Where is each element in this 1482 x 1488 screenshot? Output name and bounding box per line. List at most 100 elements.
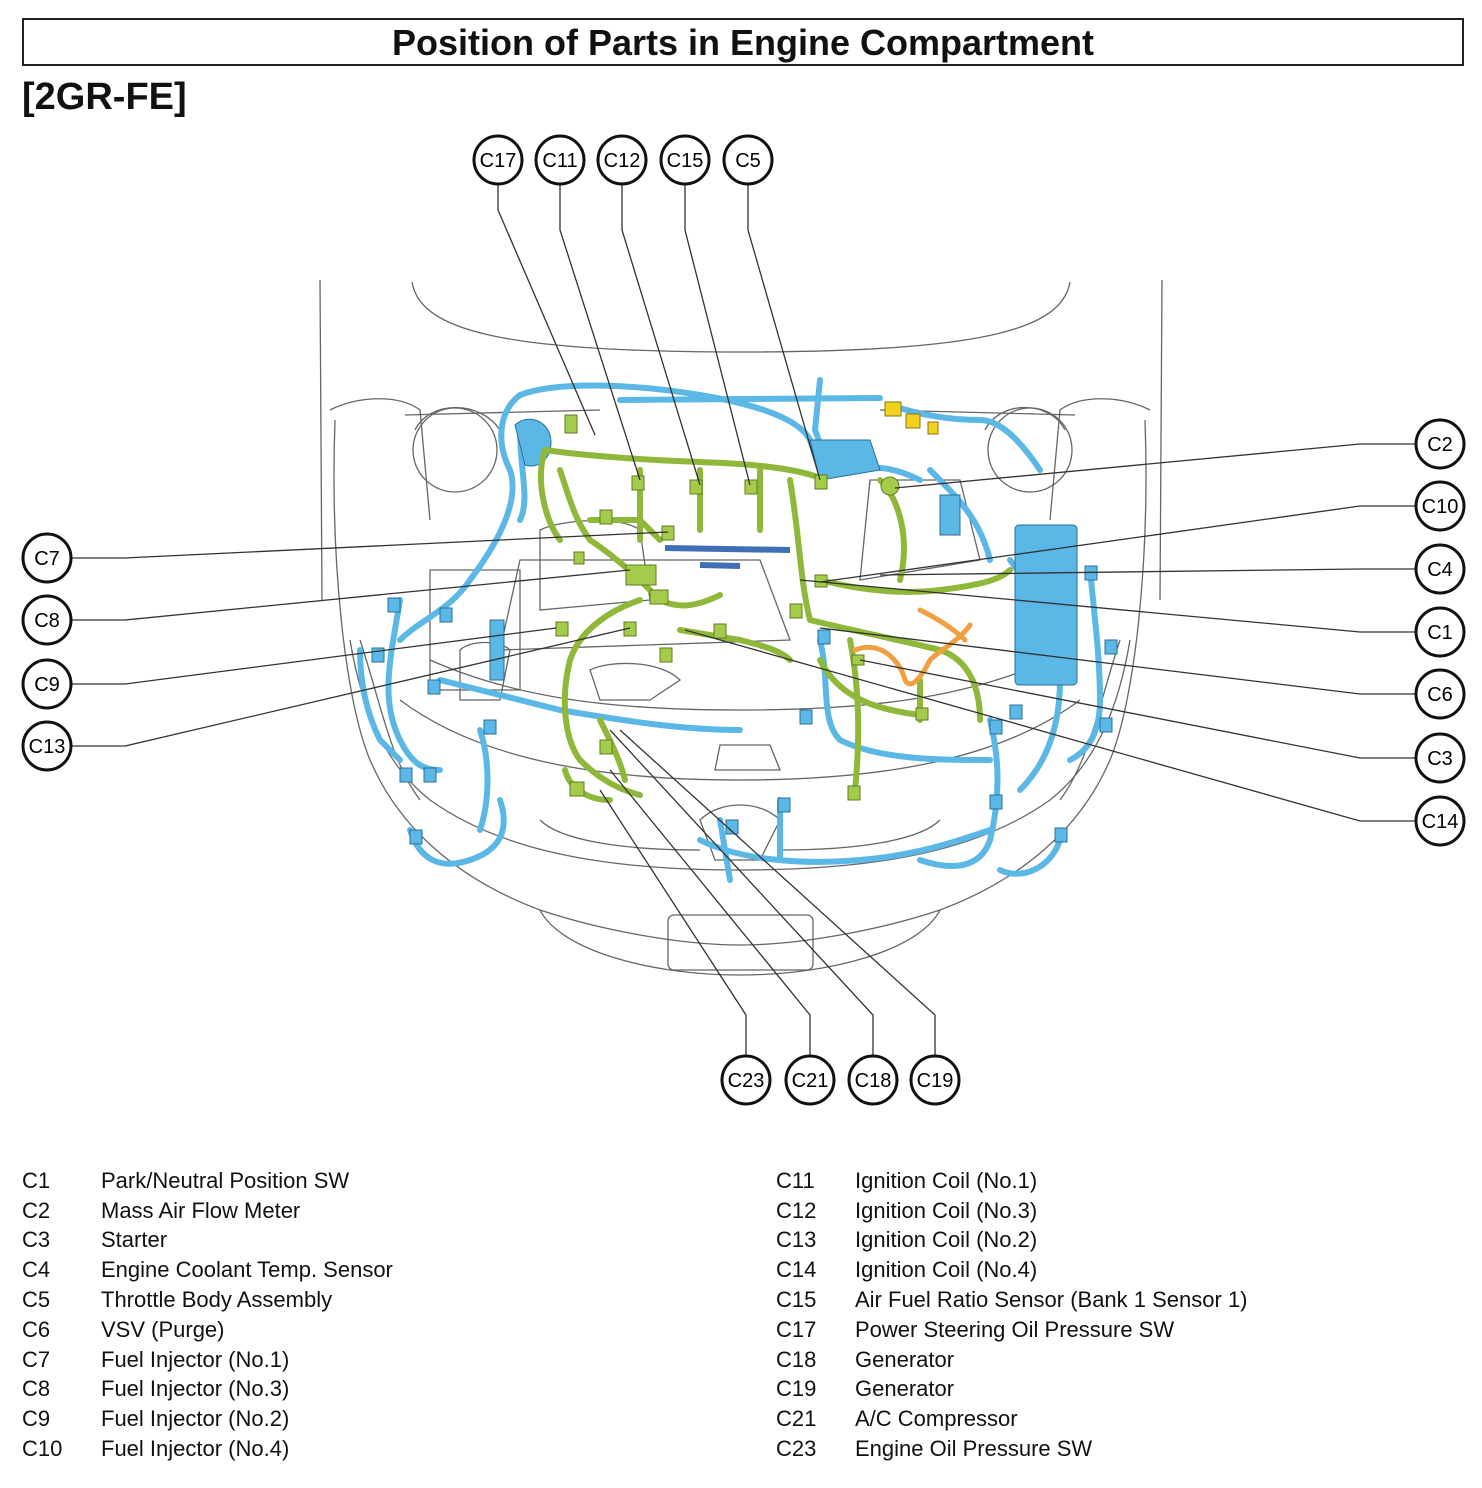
svg-text:C2: C2 [1427,434,1453,456]
legend-row: C12 Ignition Coil (No.3) [776,1196,1248,1226]
svg-text:C4: C4 [1427,559,1453,581]
callout-C21: C21 [784,1054,836,1106]
svg-text:C17: C17 [480,150,517,172]
legend-row: C14 Ignition Coil (No.4) [776,1255,1248,1285]
legend-part-name: VSV (Purge) [101,1316,225,1342]
legend-code: C13 [776,1227,817,1253]
legend-row: C2 Mass Air Flow Meter [22,1196,393,1226]
legend-code: C9 [22,1406,51,1432]
callout-C11: C11 [534,134,586,186]
legend-code: C4 [22,1257,51,1283]
legend-part-name: Ignition Coil (No.2) [855,1227,1038,1253]
legend-part-name: Generator [855,1376,955,1402]
yellow-connector [884,401,939,435]
legend-row: C18 Generator [776,1345,1248,1375]
legend-part-name: Mass Air Flow Meter [101,1197,301,1223]
engine-compartment-diagram: C17 C11 C12 C15 C5 C2 C10 C4 C1 C6 C3 C1… [21,134,1466,1106]
legend-row: C13 Ignition Coil (No.2) [776,1226,1248,1256]
legend-code: C23 [776,1436,817,1462]
legend-code: C1 [22,1167,51,1193]
legend-row: C5 Throttle Body Assembly [22,1285,393,1315]
leader-lines [72,184,1416,1055]
legend-part-name: Engine Oil Pressure SW [855,1436,1093,1462]
legend-code: C10 [22,1436,63,1462]
legend-row: C19 Generator [776,1375,1248,1405]
legend-part-name: A/C Compressor [855,1406,1018,1432]
svg-text:C18: C18 [855,1070,892,1092]
legend-part-name: Engine Coolant Temp. Sensor [101,1257,393,1283]
callout-C12: C12 [596,134,648,186]
svg-text:C11: C11 [542,150,577,172]
legend-part-name: Fuel Injector (No.1) [101,1346,290,1372]
orange-wire [852,607,973,687]
legend-code: C2 [22,1197,51,1223]
legend-code: C7 [22,1346,51,1372]
legend-part-name: Air Fuel Ratio Sensor (Bank 1 Sensor 1) [855,1287,1248,1313]
svg-text:C15: C15 [667,150,704,172]
svg-text:C3: C3 [1427,748,1453,770]
svg-text:C5: C5 [735,150,761,172]
legend-row: C17 Power Steering Oil Pressure SW [776,1315,1248,1345]
svg-text:C6: C6 [1427,684,1453,706]
legend-part-name: Ignition Coil (No.1) [855,1167,1038,1193]
callout-C19: C19 [909,1054,961,1106]
legend-row: C23 Engine Oil Pressure SW [776,1434,1248,1464]
callout-C2: C2 [1414,418,1466,470]
legend-code: C14 [776,1257,817,1283]
legend-row: C8 Fuel Injector (No.3) [22,1375,393,1405]
legend-part-name: Ignition Coil (No.3) [855,1197,1038,1223]
callout-C17: C17 [472,134,524,186]
green-connectors [555,414,929,801]
legend-code: C15 [776,1287,817,1313]
legend-row: C15 Air Fuel Ratio Sensor (Bank 1 Sensor … [776,1285,1248,1315]
engine-code-label: [2GR-FE] [22,76,187,118]
legend-row: C10 Fuel Injector (No.4) [22,1434,393,1464]
legend-code: C8 [22,1376,51,1402]
legend-part-name: Ignition Coil (No.4) [855,1257,1038,1283]
legend-code: C5 [22,1287,51,1313]
svg-text:C8: C8 [34,610,60,632]
legend-code: C21 [776,1406,817,1432]
callout-C1: C1 [1414,606,1466,658]
legend-code: C19 [776,1376,817,1402]
dark-blue-parts [664,545,791,569]
svg-text:C14: C14 [1422,811,1459,833]
legend-code: C18 [776,1346,817,1372]
svg-text:C12: C12 [604,150,641,172]
blue-components [489,418,1078,686]
callout-C4: C4 [1414,543,1466,595]
title-box: Position of Parts in Engine Compartment [22,18,1464,66]
legend-part-name: Fuel Injector (No.3) [101,1376,290,1402]
legend-code: C3 [22,1227,51,1253]
legend-row: C9 Fuel Injector (No.2) [22,1404,393,1434]
svg-text:C13: C13 [29,736,66,758]
svg-text:C1: C1 [1427,622,1453,644]
callout-C23: C23 [720,1054,772,1106]
callout-C6: C6 [1414,668,1466,720]
legend-row: C21 A/C Compressor [776,1404,1248,1434]
legend-part-name: Park/Neutral Position SW [101,1167,350,1193]
legend-row: C1 Park/Neutral Position SW [22,1166,393,1196]
svg-text:C7: C7 [34,548,60,570]
legend-left: C1 Park/Neutral Position SW C2 Mass Air Fl… [22,1166,393,1464]
legend-part-name: Fuel Injector (No.4) [101,1436,290,1462]
callout-C9: C9 [21,658,73,710]
callout-C13: C13 [21,720,73,772]
legend-part-name: Throttle Body Assembly [101,1287,333,1313]
legend-part-name: Power Steering Oil Pressure SW [855,1316,1175,1342]
blue-connectors [371,565,1118,845]
legend-code: C12 [776,1197,817,1223]
legend-part-name: Fuel Injector (No.2) [101,1406,290,1432]
callout-C14: C14 [1414,795,1466,847]
legend-part-name: Generator [855,1346,955,1372]
callout-C7: C7 [21,532,73,584]
callout-C8: C8 [21,594,73,646]
svg-text:C23: C23 [728,1070,765,1092]
callout-C15: C15 [659,134,711,186]
legend-row: C4 Engine Coolant Temp. Sensor [22,1255,393,1285]
legend-code: C17 [776,1316,817,1342]
legend-part-name: Starter [101,1227,168,1253]
